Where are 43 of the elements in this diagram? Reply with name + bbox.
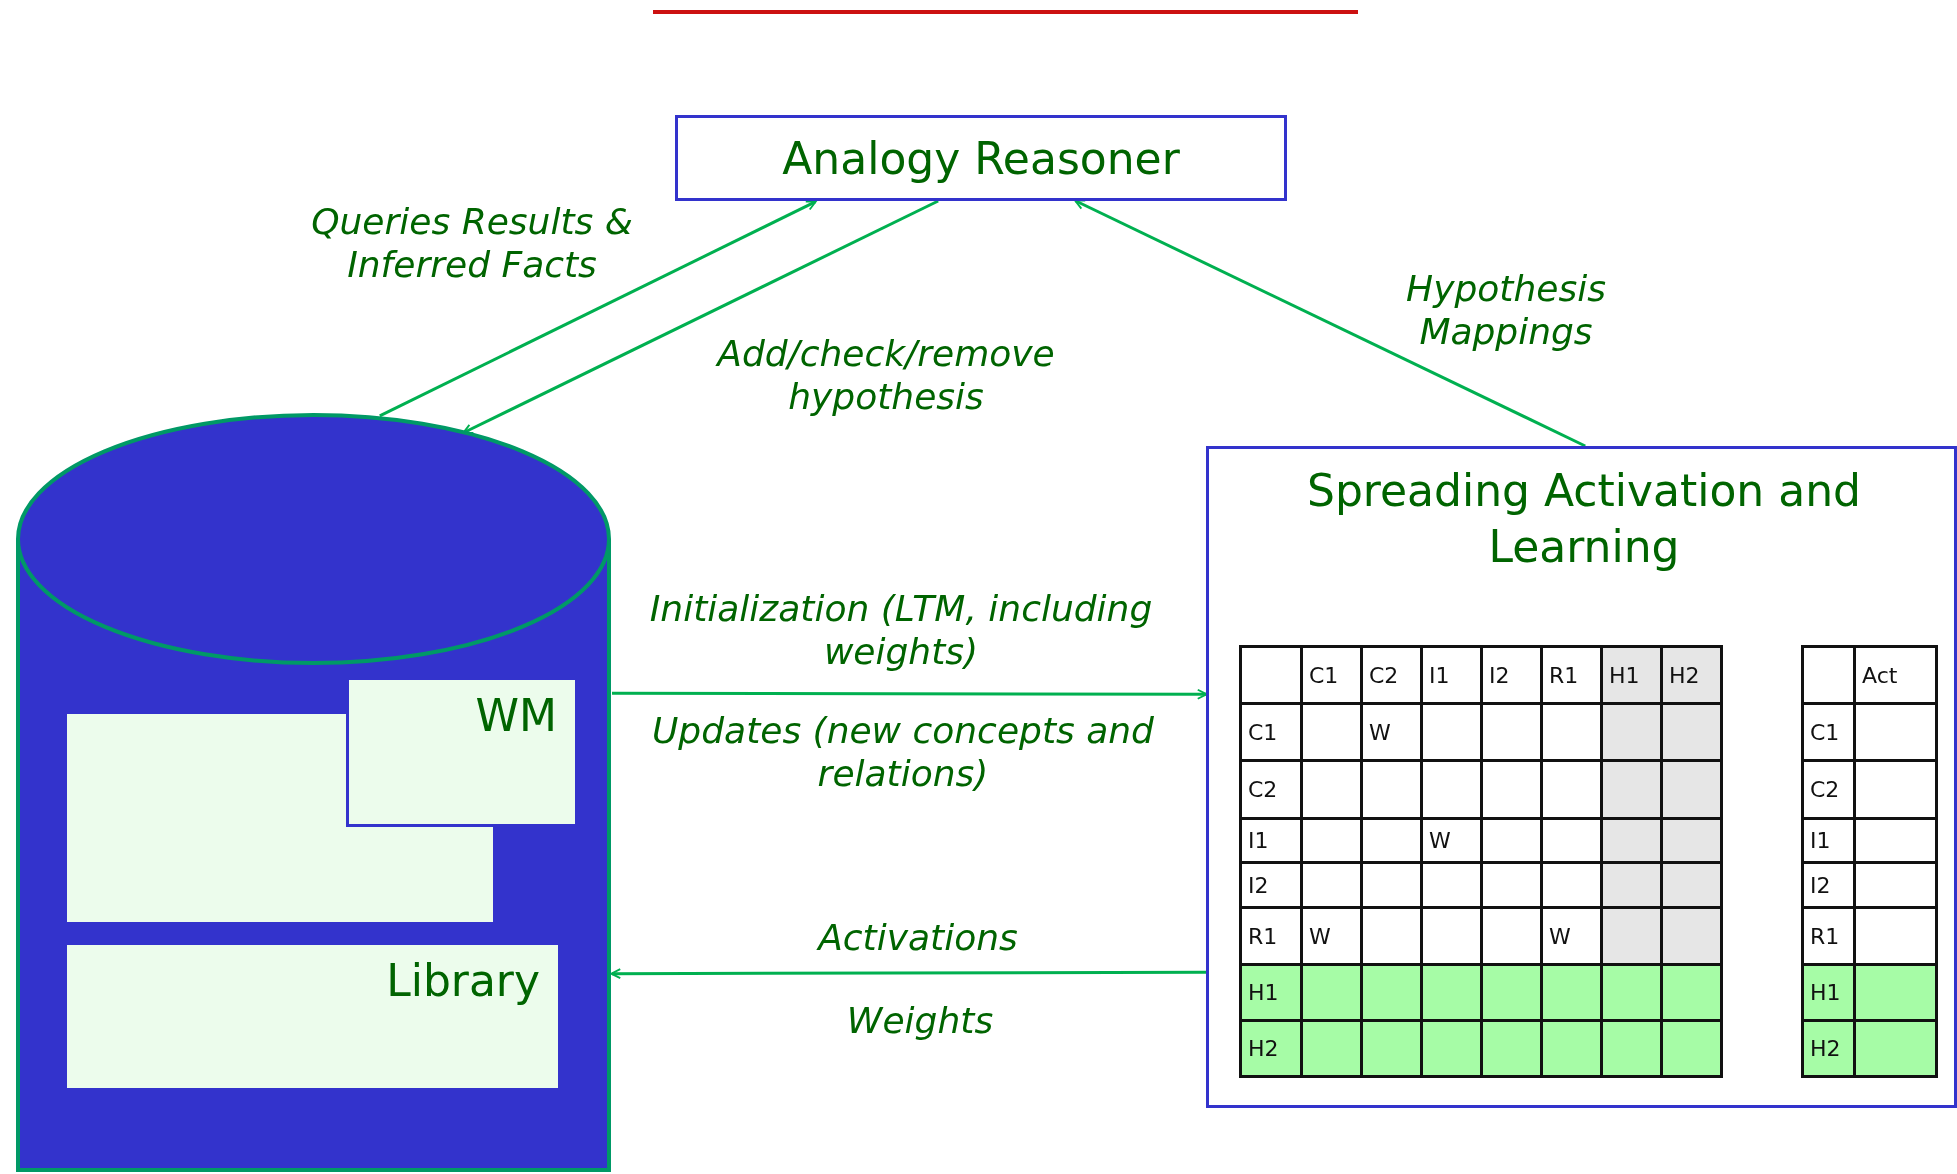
connector-note: Weights [846,999,994,1043]
row-header: I2 [1802,862,1855,908]
row-header: C2 [1240,760,1302,819]
weight-entry: W [1421,818,1482,863]
row-header: H1 [1240,964,1302,1021]
weight-entry: W [1541,907,1602,965]
row-header: I1 [1240,818,1302,863]
column-header: Act [1854,646,1937,704]
column-header: I1 [1421,646,1482,704]
row-header: C1 [1802,703,1855,761]
arrow [610,968,1206,980]
row-header: R1 [1802,907,1855,965]
column-header: H1 [1601,646,1662,704]
column-header: H2 [1661,646,1722,704]
edge-label: Activations [815,916,1019,960]
row-header: C1 [1240,703,1302,761]
row-header: C2 [1802,760,1855,819]
row-header: R1 [1240,907,1302,965]
process-box: Analogy Reasoner [675,115,1287,201]
edge-label: Initialization (LTM, including weights) [648,586,1154,674]
edge-label: Hypothesis Mappings [1405,266,1607,354]
arrow [462,199,939,434]
weight-entry: W [1361,703,1422,761]
column-header: R1 [1541,646,1602,704]
library-box: Library [67,945,558,1088]
panel-title: Spreading Activation and Learning [1306,464,1862,575]
module-panel [1206,446,1957,1108]
memory-box: WM [346,680,575,827]
column-header: C2 [1361,646,1422,704]
edge-label: Queries Results & Inferred Facts [310,199,634,287]
arrow [379,200,817,418]
row-header: H2 [1240,1020,1302,1077]
row-header: I2 [1240,862,1302,908]
column-header: C1 [1301,646,1362,704]
column-header: I2 [1481,646,1542,704]
connector-note: Updates (new concepts and relations) [651,708,1155,796]
edge-label: Add/check/remove hypothesis [714,331,1056,419]
row-header: H2 [1802,1020,1855,1077]
weight-entry: W [1301,907,1362,965]
row-header: H1 [1802,964,1855,1021]
arrow [612,688,1208,700]
row-header: I1 [1802,818,1855,863]
arrow [1074,199,1586,448]
